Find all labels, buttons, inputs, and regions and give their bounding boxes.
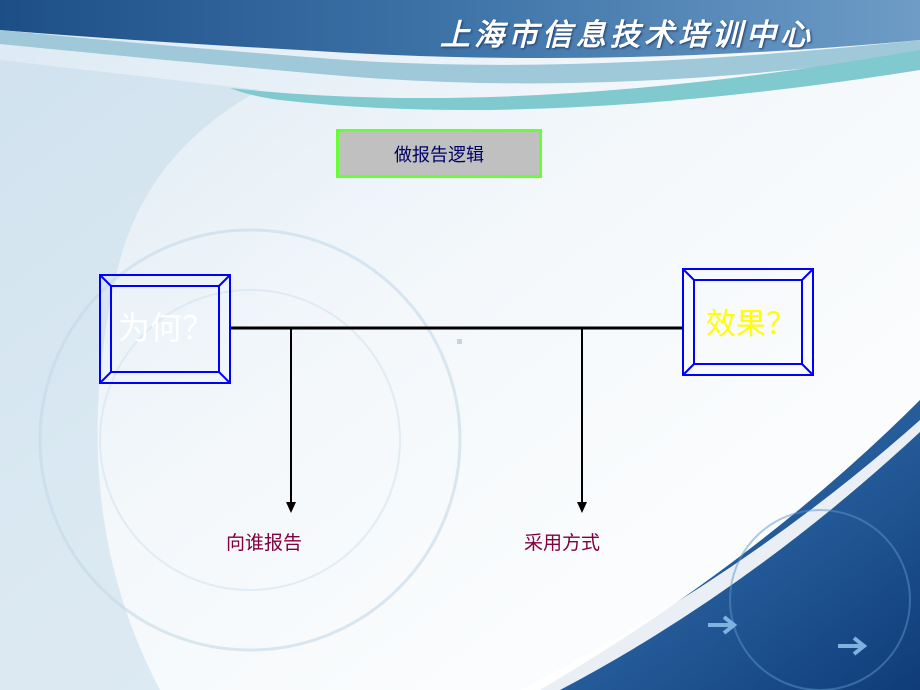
branch-label-method: 采用方式: [524, 532, 601, 554]
why-box: [99, 274, 231, 384]
diagram-title-box: 做报告逻辑: [336, 129, 542, 178]
arrowhead-left: [286, 502, 296, 513]
diagram-title: 做报告逻辑: [394, 145, 484, 166]
branch-label-audience: 向谁报告: [226, 532, 303, 554]
arrowhead-right: [577, 502, 587, 513]
why-label: 为何？: [118, 309, 215, 347]
effect-label: 效果？: [706, 307, 796, 342]
effect-box: [682, 268, 814, 376]
header-title: 上海市信息技术培训中心: [440, 18, 814, 53]
